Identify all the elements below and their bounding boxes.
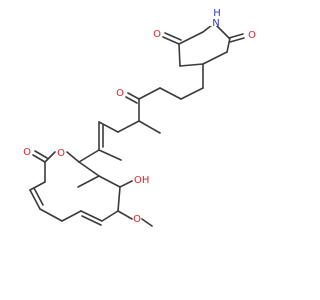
imide-oxygen-right: O: [248, 30, 256, 41]
lactone-carbonyl-oxygen: O: [23, 147, 31, 158]
imide-oxygen-left: O: [153, 29, 161, 40]
hydroxyl-group: OH: [134, 175, 149, 186]
side-chain: [78, 63, 204, 163]
macrolactone-ring: [29, 150, 153, 227]
chemical-structure-diagram: H N O O O O O OH O: [23, 8, 256, 227]
lactone-ring-oxygen: O: [57, 148, 65, 159]
methoxy-oxygen: O: [133, 214, 141, 225]
imide-nitrogen: N: [212, 18, 219, 29]
label-bg-nh: [206, 14, 226, 26]
ketone-oxygen: O: [116, 88, 124, 99]
imide-hydrogen: H: [213, 8, 221, 19]
glutarimide-ring: [162, 24, 245, 67]
